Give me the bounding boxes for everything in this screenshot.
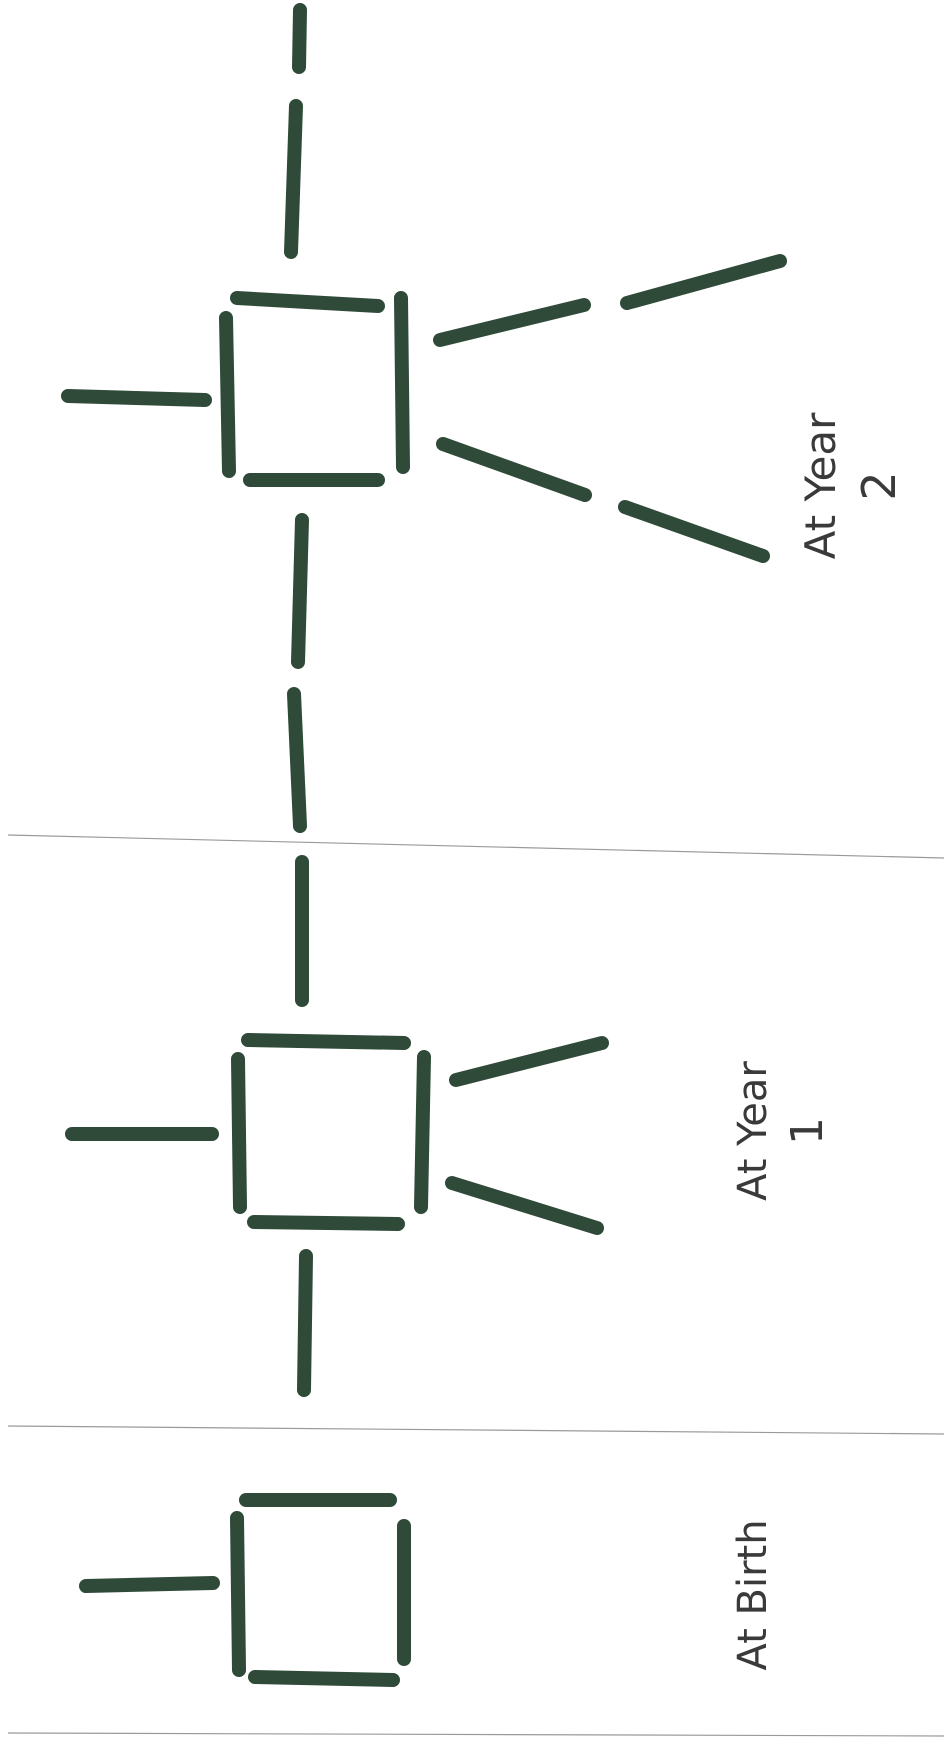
stick-upper-arm [449,1036,609,1087]
stick-square-right [414,1050,431,1214]
stick-square-bottom [247,1215,405,1231]
panel-divider-upper [7,834,945,859]
stick-left-tail [79,1576,220,1593]
caption-year-2-text: At Year [796,412,845,559]
stick-bottom-connector [297,1249,313,1397]
stage-year-1-figure [65,855,609,1397]
panel-divider-lower [7,1425,945,1435]
stick-square-bottom [248,1670,400,1687]
stick-bottom-chain-1 [291,513,309,669]
caption-year-1-text: At Year [730,1061,776,1201]
stick-square-left [231,1052,247,1214]
stick-square-top [230,291,385,313]
stick-upper-arm-inner [433,298,591,347]
caption-year-1: At Year 1 [730,1061,833,1201]
stick-lower-arm-inner [436,437,592,502]
stick-square-left [219,311,236,478]
stick-square-top [241,1033,411,1050]
stick-lower-arm [445,1176,604,1235]
caption-year-2-number: 2 [852,471,906,500]
caption-year-1-number: 1 [782,1117,833,1145]
stick-square-left [230,1511,246,1677]
stick-lower-arm-outer [618,500,770,563]
stick-left-tail [61,389,212,407]
caption-birth-text: At Birth [730,1519,776,1670]
caption-year-2: At Year 2 [796,412,906,559]
stick-upper-arm-outer [620,254,787,310]
stick-square-right [394,291,410,474]
stage-year-2-figure [61,3,787,833]
stick-bottom-chain-2 [287,687,307,833]
stick-top-chain-2 [284,99,303,259]
caption-birth: At Birth [730,1519,776,1670]
stage-birth-figure [79,1493,411,1687]
page-bottom-edge [7,1732,945,1737]
stick-top-chain-1 [292,3,307,74]
